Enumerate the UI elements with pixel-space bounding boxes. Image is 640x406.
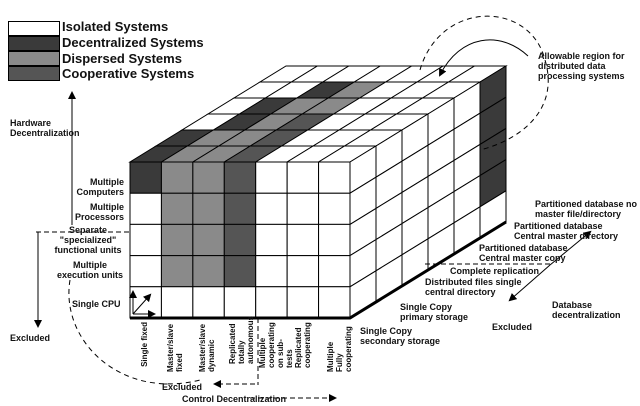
ctrl-level: Replicated totally autonomous xyxy=(228,316,255,364)
hw-level-multiple-computers: Multiple Computers xyxy=(76,177,124,197)
db-level: Distributed files single central directo… xyxy=(425,277,522,297)
legend-swatch-cooperative xyxy=(8,66,60,81)
control-axis-title: Control Decentralization xyxy=(182,394,287,404)
ctrl-level: Master/slave fixed xyxy=(166,323,184,372)
ctrl-level: Replicated cooperating xyxy=(294,322,312,368)
front-face-cell xyxy=(129,192,162,225)
db-level: Partitioned database Central master copy xyxy=(479,243,568,263)
front-face-cell xyxy=(318,161,351,194)
front-face-cell xyxy=(160,161,194,194)
front-face-cell xyxy=(160,192,194,225)
front-face-cell xyxy=(286,192,320,225)
legend-label: Cooperative Systems xyxy=(62,66,195,81)
legend-swatch-isolated xyxy=(8,21,60,36)
front-face-cell xyxy=(223,192,257,225)
allowable-region-boundary-lower xyxy=(68,279,201,385)
control-excluded-label: Excluded xyxy=(162,382,203,392)
legend-label: Isolated Systems xyxy=(62,19,169,34)
front-face-cell xyxy=(223,223,257,257)
front-face-cell xyxy=(192,161,225,194)
database-axis-title: Database decentralization xyxy=(552,300,621,320)
front-face-cell xyxy=(192,255,225,288)
hardware-excluded-label: Excluded xyxy=(10,333,51,343)
front-face-cell xyxy=(192,286,225,319)
front-face-cell xyxy=(286,223,320,257)
hw-level-single-cpu: Single CPU xyxy=(72,299,121,309)
cube-bottom-edge xyxy=(130,220,507,320)
hw-level-functional-units: Separate "specialized" functional units xyxy=(54,225,122,255)
front-face-cell xyxy=(223,255,257,288)
legend-swatch-decentralized xyxy=(8,36,60,51)
front-face-cell xyxy=(129,255,162,288)
front-face-cell xyxy=(129,223,162,257)
front-face-cell xyxy=(160,223,194,257)
front-face-cell xyxy=(255,286,288,319)
front-face-cell xyxy=(318,255,351,288)
front-face-cell xyxy=(286,286,320,319)
front-face-cell xyxy=(286,161,320,194)
front-face-cell xyxy=(160,286,194,319)
front-face-cell xyxy=(129,286,162,319)
front-face-cell xyxy=(129,161,162,194)
ctrl-level: Single fixed xyxy=(140,322,149,367)
front-face-cell xyxy=(223,286,257,319)
legend-swatch-dispersed xyxy=(8,51,60,66)
ctrl-level: Master/slave dynamic xyxy=(198,323,216,372)
ctrl-level: Multiple Fully cooperating xyxy=(326,326,353,372)
ctrl-level: Multiple cooperating on sub-tests xyxy=(258,322,294,368)
hw-level-execution-units: Multiple execution units xyxy=(56,260,123,280)
origin-depth-arrow xyxy=(132,293,152,315)
db-level: Single Copy secondary storage xyxy=(360,326,441,346)
hardware-axis-title: Hardware Decentralization xyxy=(10,118,80,138)
legend-label: Dispersed Systems xyxy=(62,51,182,66)
allowable-region-annotation: Allowable region for distributed data pr… xyxy=(538,51,625,81)
front-face-cell xyxy=(255,192,288,225)
db-level: Single Copy primary storage xyxy=(400,302,469,322)
annotation-pointer-arrow xyxy=(439,39,529,77)
database-axis-arrow xyxy=(549,230,592,266)
database-excluded-label: Excluded xyxy=(492,322,533,332)
front-face-cell xyxy=(255,255,288,288)
front-face-cell xyxy=(318,192,351,225)
front-face-cell xyxy=(318,286,351,319)
database-excluded-arrow xyxy=(508,264,551,302)
legend-label: Decentralized Systems xyxy=(62,35,204,50)
hw-level-multiple-processors: Multiple Processors xyxy=(74,202,124,222)
db-level: Partitioned database Central master dire… xyxy=(514,221,619,241)
db-level: Complete replication xyxy=(450,266,540,276)
front-face-cell xyxy=(160,255,194,288)
front-face-cell xyxy=(192,223,225,257)
front-face-cell xyxy=(318,223,351,257)
front-face-cell xyxy=(255,161,288,194)
front-face-cell xyxy=(223,161,257,194)
db-level: Partitioned database no master file/dire… xyxy=(535,199,638,219)
front-face-cell xyxy=(255,223,288,257)
allowable-region-boundary xyxy=(419,15,549,151)
front-face-cell xyxy=(286,255,320,288)
front-face-cell xyxy=(192,192,225,225)
